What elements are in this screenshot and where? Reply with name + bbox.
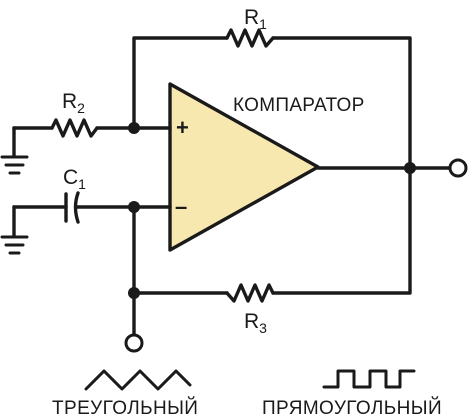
r1-label: R1: [244, 6, 267, 32]
r1-wire-left: [132, 36, 229, 130]
junction-minus-node: [128, 201, 140, 213]
r2-resistor: [50, 118, 99, 138]
r1-resistor: [225, 28, 275, 48]
junction-output-node: [404, 162, 416, 174]
triangle-wave-icon: [84, 369, 192, 391]
ground-icon-r2: [0, 155, 29, 175]
junction-plus-node: [128, 122, 140, 134]
ground-icon-c1: [0, 235, 29, 255]
r3-wire-right: [271, 166, 412, 295]
r3-resistor: [225, 283, 275, 303]
plus-sign-label: +: [176, 115, 189, 140]
comparator-label: КОМПАРАТОР: [233, 95, 365, 116]
square-output-terminal: [448, 158, 468, 178]
triangle-output-label: ТРЕУГОЛЬНЫЙ: [52, 397, 198, 418]
minus-sign-label: –: [175, 194, 187, 219]
square-wave-icon: [322, 369, 416, 389]
c1-label: C1: [63, 166, 86, 192]
comparator-opamp: [168, 82, 320, 252]
r2-label: R2: [62, 90, 85, 116]
triangle-output-terminal: [124, 333, 144, 353]
r1-wire-right: [271, 36, 412, 170]
r3-label: R3: [244, 310, 267, 336]
square-output-label: ПРЯМОУГОЛЬНЫЙ: [262, 397, 442, 418]
junction-r3-node: [128, 287, 140, 299]
